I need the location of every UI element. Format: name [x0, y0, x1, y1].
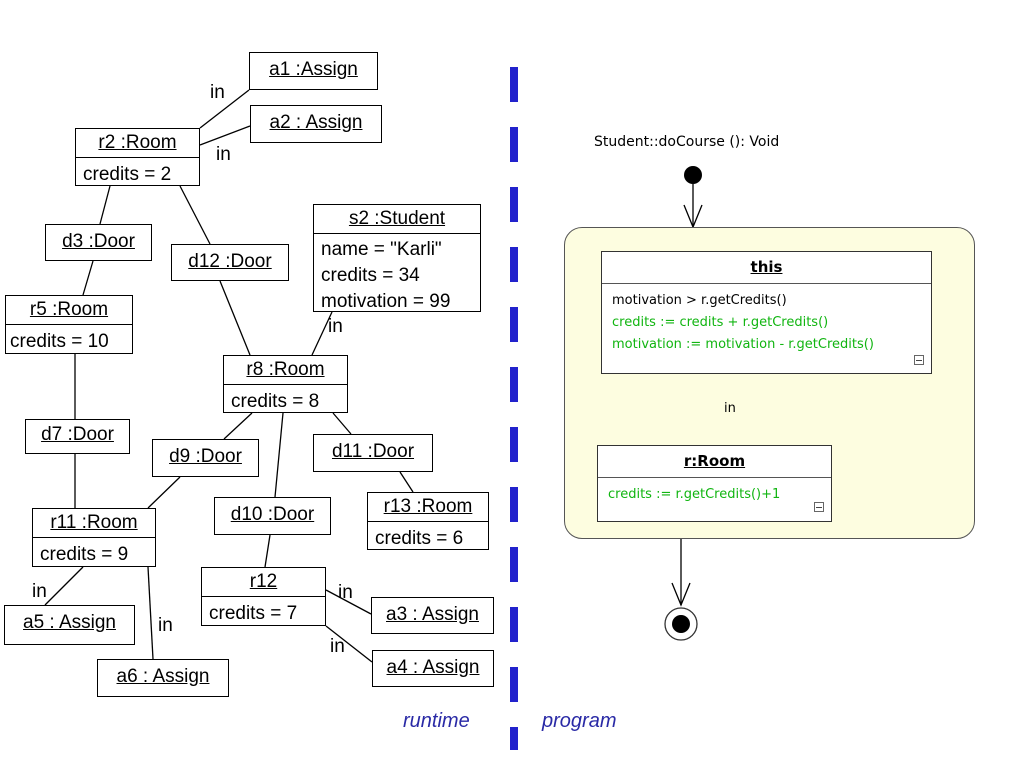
object-title: d12 :Door: [188, 251, 272, 272]
assignment-line: credits := credits + r.getCredits(): [612, 315, 829, 330]
collapse-icon[interactable]: [914, 355, 924, 365]
object-title: r8 :Room: [246, 359, 325, 380]
object-attributes: name = "Karli" credits = 34 motivation =…: [314, 233, 480, 318]
object-r12: r12 credits = 7: [201, 567, 326, 626]
object-d10-door: d10 :Door: [214, 497, 331, 535]
object-title: d7 :Door: [41, 424, 114, 445]
link-r2-d3: [99, 185, 111, 225]
link-label-in: in: [330, 636, 345, 657]
object-attribute: credits = 10: [6, 324, 132, 358]
link-r2-a2: [199, 125, 251, 146]
link-d9-r11: [147, 476, 181, 509]
object-d9-door: d9 :Door: [152, 439, 259, 477]
object-attribute: credits = 8: [224, 384, 347, 418]
this-object-title: this: [750, 258, 783, 276]
object-title: a4 : Assign: [386, 657, 480, 678]
runtime-links: [44, 89, 414, 663]
object-d7-door: d7 :Door: [25, 419, 130, 454]
object-a2-assign: a2 : Assign: [250, 105, 382, 143]
object-title: s2 :Student: [348, 208, 446, 229]
link-r2-a1: [199, 89, 250, 129]
object-d12-door: d12 :Door: [171, 244, 289, 281]
object-title: r5 :Room: [29, 299, 109, 320]
object-d11-door: d11 :Door: [313, 434, 433, 472]
object-r13-room: r13 :Room credits = 6: [367, 492, 489, 550]
object-attribute: credits = 2: [76, 157, 199, 191]
object-title: r12: [249, 571, 278, 592]
link-label-in: in: [32, 581, 47, 602]
link-d12-r8: [219, 280, 251, 356]
object-attribute: credits = 6: [368, 521, 488, 555]
object-r8-room: r8 :Room credits = 8: [223, 355, 348, 413]
link-label-in: in: [328, 316, 343, 337]
assignment-line: credits := r.getCredits()+1: [608, 487, 781, 502]
object-attribute: credits = 9: [33, 537, 155, 571]
assignment-line: motivation := motivation - r.getCredits(…: [612, 337, 874, 352]
room-object-title: r:Room: [683, 452, 746, 470]
object-r2-room: r2 :Room credits = 2: [75, 128, 200, 186]
link-r12-a4: [325, 625, 373, 663]
object-s2-student: s2 :Student name = "Karli" credits = 34 …: [313, 204, 481, 312]
this-object-box: this motivation > r.getCredits() credits…: [601, 251, 932, 374]
link-label-in: in: [210, 82, 225, 103]
object-title: a6 : Assign: [116, 666, 210, 687]
object-r5-room: r5 :Room credits = 10: [5, 295, 133, 354]
link-label-in: in: [338, 582, 353, 603]
object-attribute: credits = 7: [202, 596, 325, 630]
object-a3-assign: a3 : Assign: [371, 597, 494, 634]
room-object-body: credits := r.getCredits()+1: [598, 477, 831, 512]
final-node-dot: [672, 615, 690, 633]
link-d11-r13: [399, 471, 414, 493]
object-attribute: credits = 34: [321, 265, 420, 286]
object-title: d9 :Door: [169, 446, 242, 467]
link-r8-d11: [332, 412, 352, 435]
link-r8-d10: [274, 412, 284, 498]
object-attribute: name = "Karli": [321, 239, 442, 260]
object-a6-assign: a6 : Assign: [97, 659, 229, 697]
object-title: r11 :Room: [50, 512, 138, 533]
object-title: a5 : Assign: [23, 612, 116, 633]
flow-end-arrowhead: [671, 582, 691, 607]
object-title: r2 :Room: [98, 132, 177, 153]
object-a4-assign: a4 : Assign: [372, 650, 494, 687]
object-title: a3 : Assign: [386, 604, 479, 625]
object-a5-assign: a5 : Assign: [4, 605, 135, 645]
collapse-icon[interactable]: [814, 502, 824, 512]
this-object-body: motivation > r.getCredits() credits := c…: [602, 283, 931, 362]
constraint-line: motivation > r.getCredits(): [612, 293, 787, 308]
method-signature: Student::doCourse (): Void: [594, 134, 780, 150]
object-a1-assign: a1 :Assign: [249, 52, 378, 90]
object-attribute: motivation = 99: [321, 291, 451, 312]
link-r11-a5: [44, 566, 84, 606]
link-s2-r8: [311, 311, 333, 356]
program-caption: program: [542, 710, 617, 732]
link-r8-d9: [223, 412, 253, 440]
link-r11-a6: [147, 566, 154, 660]
object-title: d3 :Door: [62, 231, 135, 252]
object-title: d10 :Door: [230, 504, 315, 525]
link-d10-r12: [264, 534, 271, 568]
link-r2-d12: [179, 185, 211, 245]
object-title: a1 :Assign: [269, 59, 358, 80]
link-label-in: in: [158, 615, 173, 636]
link-label-in: in: [724, 401, 736, 416]
runtime-caption: runtime: [403, 710, 470, 732]
initial-node: [684, 166, 702, 184]
room-object-box: r:Room credits := r.getCredits()+1: [597, 445, 832, 522]
object-title: r13 :Room: [383, 496, 473, 517]
object-title: d11 :Door: [331, 441, 415, 462]
link-r12-a3: [325, 589, 372, 615]
link-label-in: in: [216, 144, 231, 165]
link-d3-r5: [82, 260, 94, 296]
object-title: a2 : Assign: [269, 112, 363, 133]
object-d3-door: d3 :Door: [45, 224, 152, 261]
object-r11-room: r11 :Room credits = 9: [32, 508, 156, 567]
